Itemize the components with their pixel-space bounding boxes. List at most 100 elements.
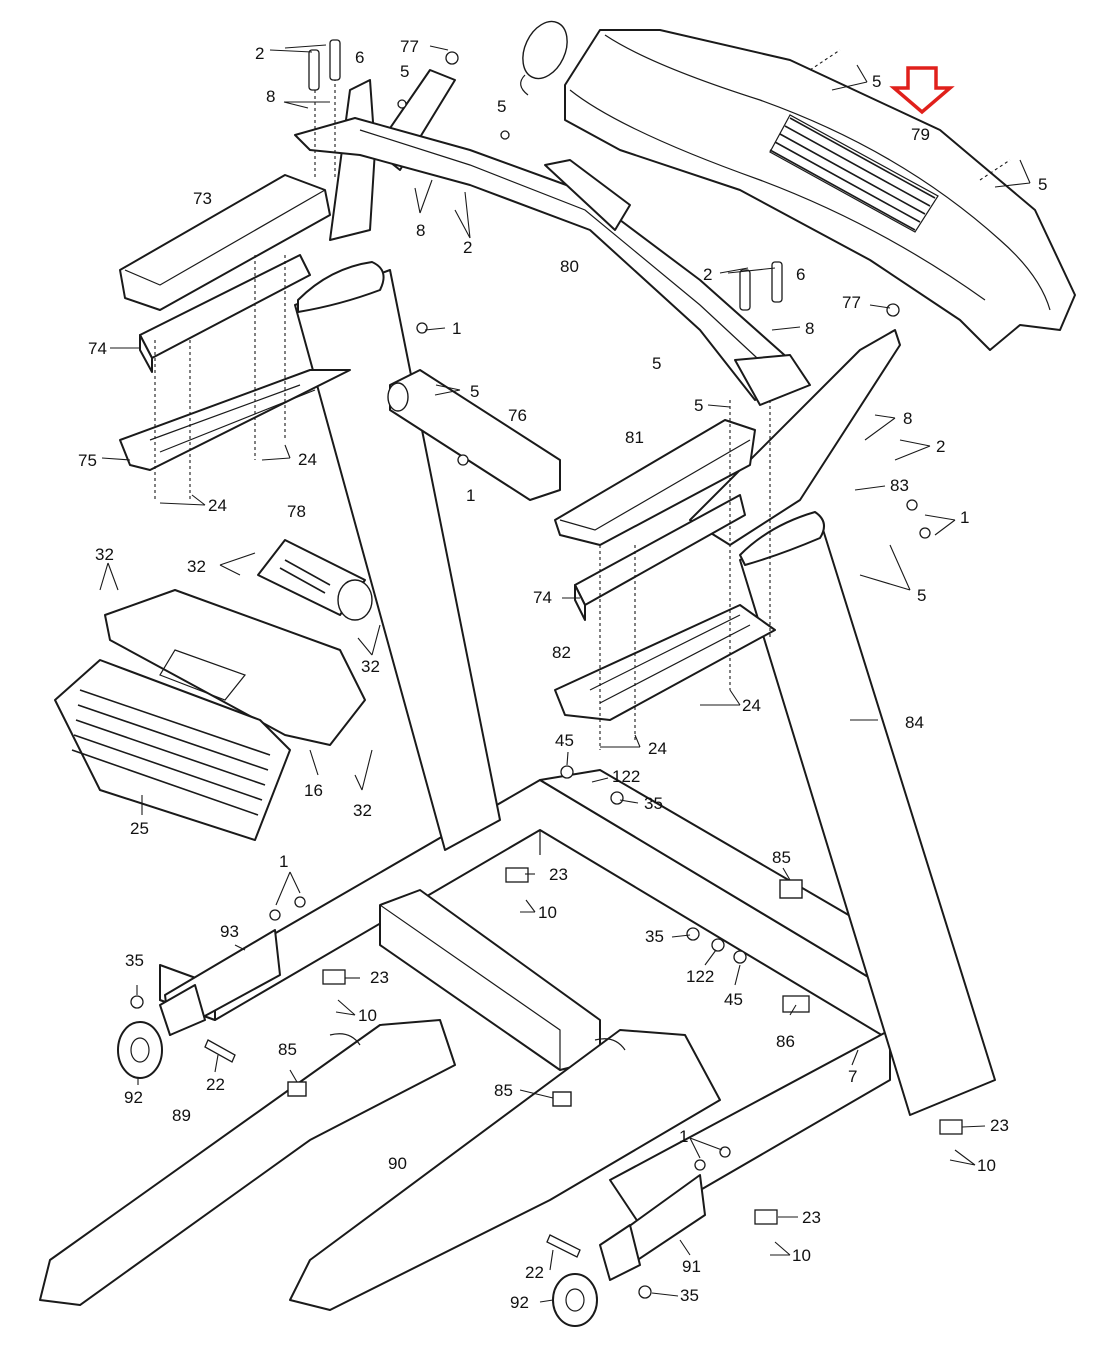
hardware: [130, 39, 963, 1299]
callout-5: 5: [1038, 175, 1047, 194]
armrest-cover-81: [554, 419, 756, 546]
callout-74: 74: [88, 339, 107, 358]
callout-1: 1: [679, 1127, 688, 1146]
callout-5: 5: [470, 382, 479, 401]
callout-32: 32: [361, 657, 380, 676]
callout-122: 122: [612, 767, 640, 786]
callout-1: 1: [452, 319, 461, 338]
handlebar-74-left: [139, 254, 311, 373]
grille-25: [54, 659, 291, 841]
callout-32: 32: [95, 545, 114, 564]
shroud-16: [104, 589, 366, 746]
grip-82-right: [554, 604, 776, 721]
callout-85: 85: [772, 848, 791, 867]
callout-6: 6: [355, 48, 364, 67]
callout-92: 92: [124, 1088, 143, 1107]
callout-25: 25: [130, 819, 149, 838]
callout-89: 89: [172, 1106, 191, 1125]
callout-23: 23: [802, 1208, 821, 1227]
callout-93: 93: [220, 922, 239, 941]
wheel-92-left: [117, 1021, 163, 1079]
callout-5: 5: [694, 396, 703, 415]
callout-73: 73: [193, 189, 212, 208]
left-upright: [294, 261, 501, 851]
callout-2: 2: [463, 238, 472, 257]
callout-22: 22: [206, 1075, 225, 1094]
console-frame-80: [294, 117, 811, 406]
callout-10: 10: [792, 1246, 811, 1265]
down-arrow-icon: [889, 66, 955, 115]
callout-1: 1: [466, 486, 475, 505]
console-hood-79: [520, 20, 1076, 351]
callout-77: 77: [400, 37, 419, 56]
callout-1: 1: [279, 852, 288, 871]
callout-5: 5: [497, 97, 506, 116]
callout-35: 35: [125, 951, 144, 970]
callout-22: 22: [525, 1263, 544, 1282]
callout-10: 10: [358, 1006, 377, 1025]
callout-24: 24: [742, 696, 761, 715]
callout-77: 77: [842, 293, 861, 312]
callout-2: 2: [255, 44, 264, 63]
callout-74: 74: [533, 588, 552, 607]
callout-35: 35: [645, 927, 664, 946]
callout-10: 10: [538, 903, 557, 922]
crossbar-76: [387, 369, 561, 501]
callout-85: 85: [494, 1081, 513, 1100]
callout-5: 5: [400, 62, 409, 81]
callout-79: 79: [911, 125, 930, 144]
callout-92: 92: [510, 1293, 529, 1312]
armrest-cover-73: [119, 174, 331, 311]
leader-lines: [99, 44, 1031, 1303]
side-rail-90: [289, 1029, 721, 1311]
callout-45: 45: [724, 990, 743, 1009]
callout-83: 83: [890, 476, 909, 495]
callout-122: 122: [686, 967, 714, 986]
callout-8: 8: [266, 87, 275, 106]
callout-78: 78: [287, 502, 306, 521]
callout-81: 81: [625, 428, 644, 447]
callout-23: 23: [549, 865, 568, 884]
callout-91: 91: [682, 1257, 701, 1276]
callout-35: 35: [680, 1286, 699, 1305]
foot-bracket-93: [159, 929, 281, 1036]
callout-85: 85: [278, 1040, 297, 1059]
callout-5: 5: [652, 354, 661, 373]
callout-5: 5: [917, 586, 926, 605]
callout-80: 80: [560, 257, 579, 276]
fan-78: [257, 539, 373, 621]
callout-6: 6: [796, 265, 805, 284]
callout-8: 8: [416, 221, 425, 240]
callout-84: 84: [905, 713, 924, 732]
hood-grille: [769, 114, 939, 233]
callout-23: 23: [370, 968, 389, 987]
callout-8: 8: [903, 409, 912, 428]
grip-75-left: [119, 369, 351, 471]
callout-5: 5: [872, 72, 881, 91]
wheel-92-right: [552, 1273, 598, 1327]
callout-32: 32: [187, 557, 206, 576]
callout-75: 75: [78, 451, 97, 470]
callout-labels: 2 6 77 5 8 5 5 79 5 73 8 2 80 2 6 77 8 7…: [78, 37, 1047, 1312]
callout-45: 45: [555, 731, 574, 750]
foot-bracket-91: [599, 1174, 706, 1281]
side-rail-89: [39, 1019, 456, 1306]
callout-16: 16: [304, 781, 323, 800]
callout-24: 24: [208, 496, 227, 515]
callout-23: 23: [990, 1116, 1009, 1135]
callout-7: 7: [848, 1067, 857, 1086]
callout-32: 32: [353, 801, 372, 820]
callout-10: 10: [977, 1156, 996, 1175]
callout-8: 8: [805, 319, 814, 338]
callout-86: 86: [776, 1032, 795, 1051]
callout-82: 82: [552, 643, 571, 662]
callout-76: 76: [508, 406, 527, 425]
callout-90: 90: [388, 1154, 407, 1173]
handlebar-74-right: [574, 494, 746, 621]
warning-labels-85: [287, 879, 803, 1107]
callout-24: 24: [648, 739, 667, 758]
callout-1: 1: [960, 508, 969, 527]
right-upright-84: [739, 511, 996, 1116]
callout-35: 35: [644, 794, 663, 813]
